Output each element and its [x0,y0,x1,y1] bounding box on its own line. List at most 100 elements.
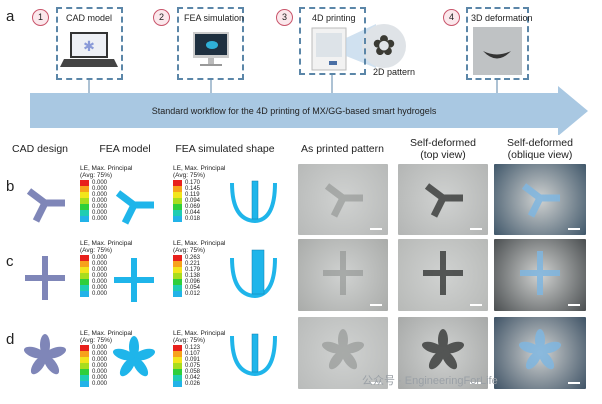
legend-swatch [173,210,182,216]
specimen-shape [521,183,560,218]
legend-swatch [80,192,89,198]
legend-value: 0.000 [92,375,108,381]
svg-text:✿: ✿ [372,30,395,61]
legend-swatch [173,363,182,369]
column-header: FEA simulated shape [175,143,275,155]
legend-value: 0.091 [185,357,201,363]
panel-letter-c: c [6,253,14,270]
legend-swatch [80,267,89,273]
top-view-photo [398,164,488,235]
column-header: CAD design [11,143,69,155]
step-box-cad [56,7,123,80]
legend-swatch [80,255,89,261]
legend-swatch [80,204,89,210]
step-box-deformation [466,7,529,80]
cad-shape-flower [23,334,67,375]
scale-bar [470,304,482,306]
legend-title: LE, Max. Principal [80,330,133,337]
legend-swatch [80,381,89,387]
legend-value: 0.026 [185,381,201,387]
oblique-view-photo [494,317,586,389]
legend-value: 0.000 [92,285,108,291]
legend-swatch [173,180,182,186]
legend-value: 0.000 [92,210,108,216]
fea-simulated-shape [230,333,277,377]
legend-subtitle: (Avg: 75%) [80,172,113,179]
legend-value: 0.000 [92,279,108,285]
scale-bar [370,382,382,384]
legend-value: 0.058 [185,369,201,375]
legend-swatch [173,375,182,381]
legend-value: 0.000 [92,255,108,261]
legend-value: 0.000 [92,180,108,186]
legend-value: 0.123 [185,345,201,351]
legend-value: 0.263 [185,255,201,261]
legend-value: 0.018 [185,216,201,222]
legend-swatch [173,351,182,357]
as-printed-photo [298,317,388,389]
legend-swatch [80,186,89,192]
oblique-view-photo [494,164,586,235]
scale-bar [568,304,580,306]
column-header: Self-deformed (oblique view) [507,137,573,161]
workflow-arrow [30,86,588,135]
legend-value: 0.000 [92,357,108,363]
legend-swatch [173,345,182,351]
legend-swatch [173,216,182,222]
legend-value: 0.145 [185,186,201,192]
legend-value: 0.000 [92,198,108,204]
specimen-shape [324,183,363,218]
legend-swatch [173,204,182,210]
legend-value: 0.107 [185,351,201,357]
row-b-shapes [26,180,277,225]
top-view-photo [398,317,488,389]
scale-bar [470,382,482,384]
scale-bar [470,228,482,230]
legend-swatch [80,369,89,375]
legend-value: 0.000 [92,267,108,273]
legend-swatch [173,261,182,267]
oblique-view-photo [494,239,586,311]
panel-letter-b: b [6,178,15,195]
legend-swatch [173,186,182,192]
specimen-shape [323,251,363,295]
workflow-text: Standard workflow for the 4D printing of… [151,106,437,116]
fea-simulated-shape [230,180,277,224]
row-d-shapes [23,333,277,377]
legend-swatch [80,261,89,267]
legend-swatch [173,291,182,297]
specimen-shape [423,251,463,295]
legend-value: 0.054 [185,285,201,291]
legend-subtitle: (Avg: 75%) [80,337,113,344]
panel-letter-d: d [6,331,15,348]
step-label: FEA simulation [184,13,245,23]
legend-swatch [80,216,89,222]
laptop-icon: ✱ [60,32,118,67]
step-box-fea [177,7,244,80]
legend-value: 0.000 [92,381,108,387]
legend-subtitle: (Avg: 75%) [173,337,206,344]
legend-value: 0.000 [92,186,108,192]
fea-model-shape-cross [114,258,154,302]
scale-bar [568,228,580,230]
legend-swatch [173,267,182,273]
legend-value: 0.119 [185,192,200,198]
scale-bar [370,304,382,306]
legend-subtitle: (Avg: 75%) [173,172,206,179]
fea-model-shape-tripod [115,190,154,225]
column-header: As printed pattern [301,143,384,155]
legend-swatch [80,351,89,357]
legend-swatch [80,363,89,369]
legend-value: 0.069 [185,204,201,210]
top-view-photo [398,239,488,311]
legend-title: LE, Max. Principal [173,330,226,337]
panel-letter-a: a [6,8,15,25]
cad-shape-tripod [26,188,65,223]
legend-swatch [80,291,89,297]
as-printed-photo [298,239,388,311]
legend-value: 0.000 [92,204,108,210]
